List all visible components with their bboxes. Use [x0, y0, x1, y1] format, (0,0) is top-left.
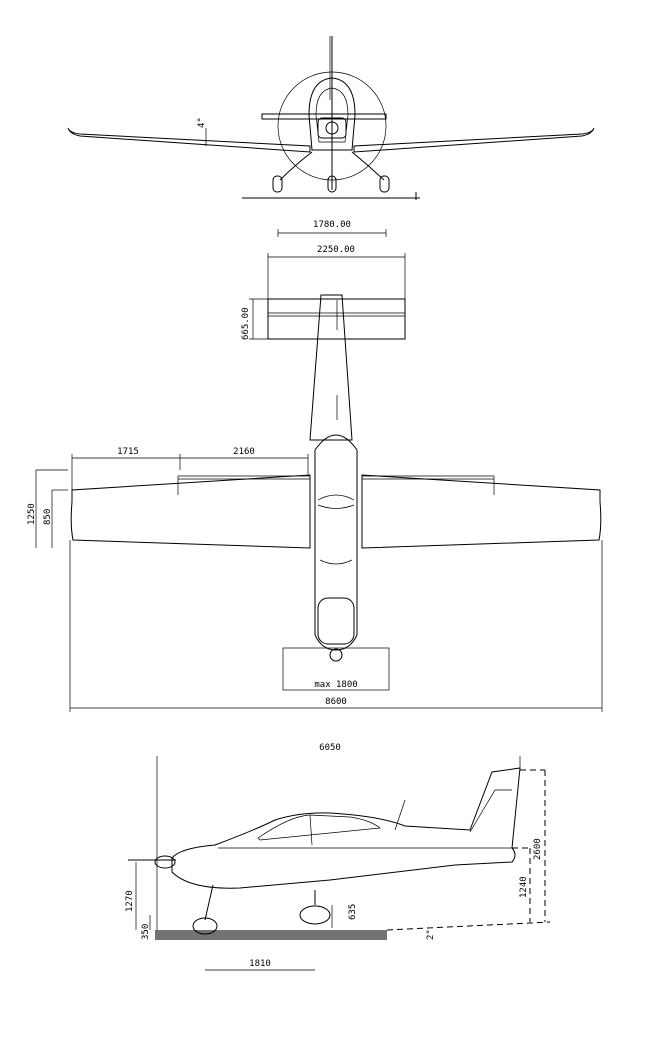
canopy [308, 77, 356, 151]
side-nose-gear [204, 884, 214, 921]
ground-angle-line [386, 921, 551, 931]
side-canopy [257, 814, 381, 841]
ground-angle-label: 2° [426, 929, 436, 940]
outer-panel-label: 1715 [117, 447, 139, 457]
length-label: 6050 [319, 743, 341, 753]
front-view: 4° 1780.00 [67, 36, 595, 237]
side-fuselage [171, 767, 521, 889]
wingspan-label: 8600 [325, 697, 347, 707]
height-label: 2600 [533, 838, 543, 860]
spinner-top [329, 648, 343, 662]
left-wing [67, 127, 311, 153]
prop-width-box [282, 647, 390, 691]
prop-width-label: max 1800 [314, 680, 357, 690]
tail-boom [309, 294, 353, 441]
side-spinner [154, 855, 176, 869]
side-view: 6050 2° 2600 1240 1270 350 [125, 743, 551, 971]
horizontal-tail [261, 113, 387, 120]
dihedral-label: 4° [197, 117, 207, 128]
left-gear-leg [279, 151, 313, 181]
prop-axis-height-label: 1270 [125, 890, 135, 912]
wheelbase-label: 1810 [249, 959, 271, 969]
track-label: 1780.00 [313, 220, 351, 230]
engine-cowling [317, 597, 355, 645]
top-view: 2250.00 665.00 1715 2160 [27, 245, 603, 712]
tail-chord-label: 665.00 [241, 307, 251, 340]
cowling [317, 117, 347, 139]
fuselage [314, 434, 358, 651]
right-wing-top [361, 474, 602, 549]
spinner [325, 121, 339, 135]
ground-hatch [155, 930, 387, 940]
prop-clearance-label: 350 [141, 924, 151, 940]
stab-height-label: 1240 [519, 876, 529, 898]
right-wing [353, 127, 595, 153]
root-chord-label: 1250 [27, 503, 37, 525]
tail-span-label: 2250.00 [317, 245, 355, 255]
horizontal-stabilizer [267, 298, 406, 340]
tip-chord-label: 850 [43, 509, 53, 525]
left-wing-top [70, 474, 311, 549]
left-wheel [272, 175, 283, 193]
right-wheel [379, 175, 390, 193]
nose-wheel [327, 175, 337, 193]
right-gear-leg [351, 151, 385, 181]
inner-panel-label: 2160 [233, 447, 255, 457]
side-main-wheel [299, 905, 331, 925]
wheel-height-label: 635 [348, 904, 358, 920]
